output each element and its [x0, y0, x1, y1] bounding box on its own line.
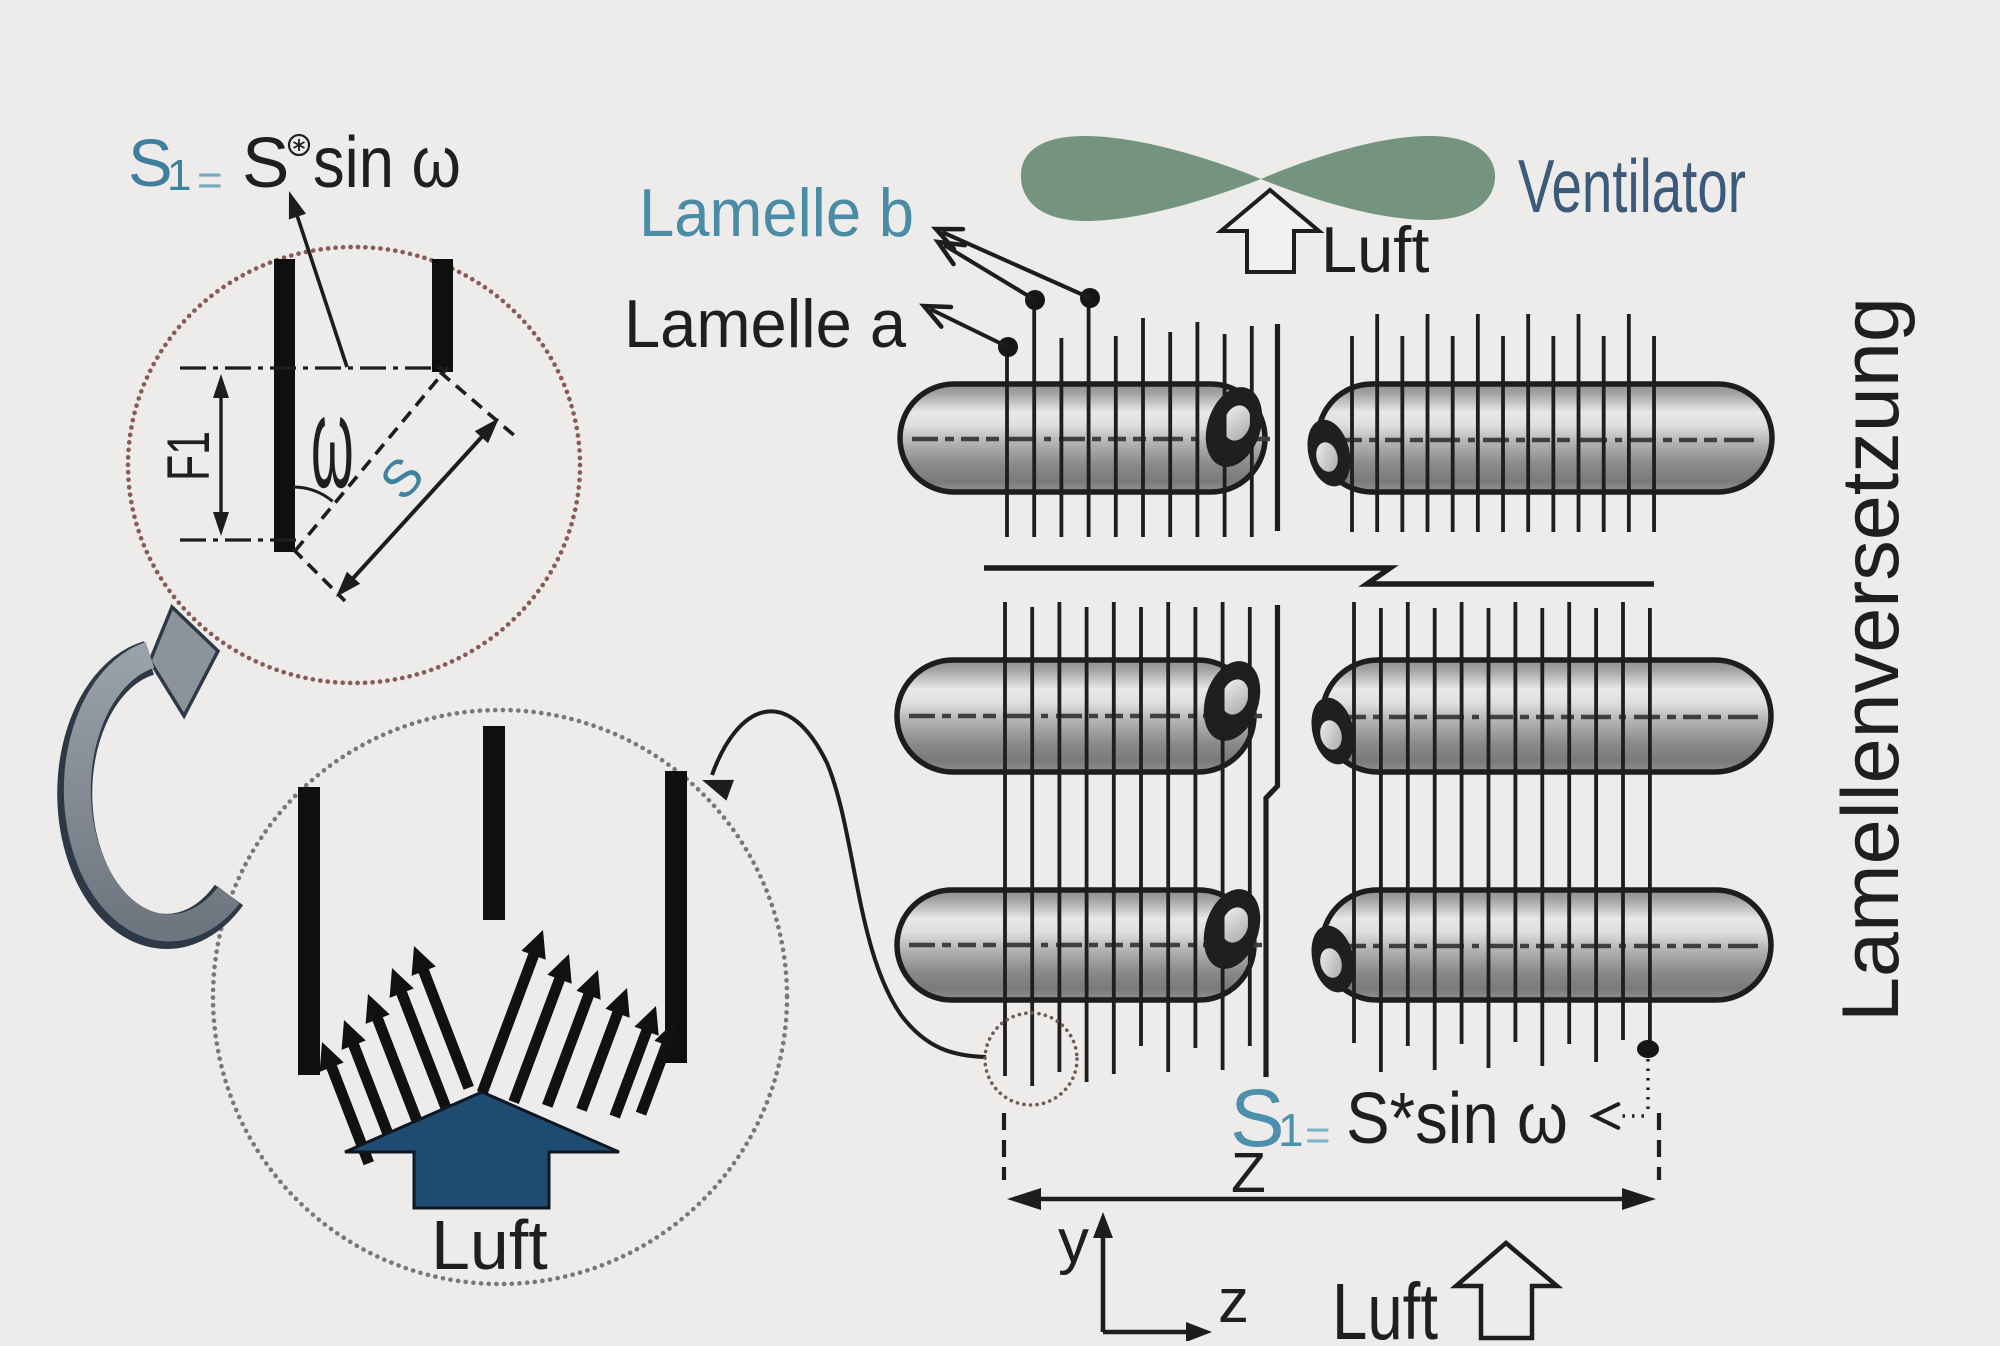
svg-text:y: y [1058, 1207, 1089, 1276]
svg-text:z: z [1218, 1267, 1249, 1336]
svg-text:sin ω: sin ω [313, 123, 461, 203]
svg-text:Ventilator: Ventilator [1518, 144, 1746, 228]
svg-text:Lamelle b: Lamelle b [639, 175, 914, 251]
svg-text:ω: ω [311, 371, 354, 516]
svg-text:1: 1 [1278, 1104, 1304, 1156]
svg-text:Lamelle a: Lamelle a [624, 286, 906, 362]
svg-text:S: S [128, 126, 173, 201]
svg-text:F1: F1 [155, 431, 222, 481]
svg-text:=: = [1305, 1111, 1331, 1160]
svg-text:Z: Z [1231, 1141, 1266, 1205]
svg-text:1: 1 [167, 151, 191, 200]
svg-text:Lamellenversetzung: Lamellenversetzung [1826, 297, 1916, 1022]
svg-text:S: S [1230, 1073, 1285, 1164]
svg-text:S: S [242, 124, 289, 203]
svg-text:=: = [197, 156, 223, 205]
svg-text:Luft: Luft [1321, 213, 1429, 286]
svg-text:Luft: Luft [431, 1206, 548, 1284]
svg-text:S*sin ω: S*sin ω [1346, 1079, 1568, 1159]
svg-text:Luft: Luft [1332, 1267, 1438, 1341]
